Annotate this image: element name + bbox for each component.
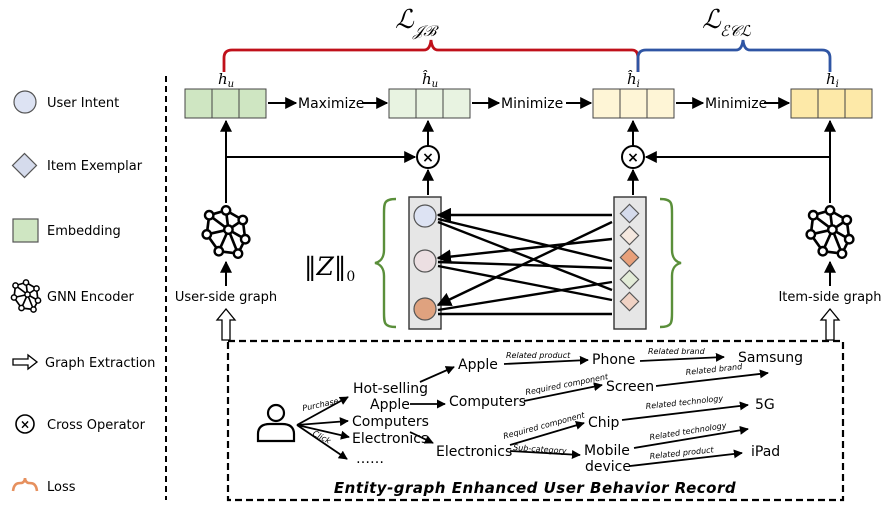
embedding-h-u-hat: [388, 88, 471, 119]
user-icon: [256, 403, 296, 443]
user-intent-node-1: [413, 204, 437, 228]
legend-loss-label: Loss: [47, 480, 76, 495]
legend-user-intent: User Intent: [13, 90, 119, 114]
svg-text:×: ×: [20, 418, 30, 432]
legend-item-exemplar: Item Exemplar: [11, 152, 143, 179]
svg-text:×: ×: [422, 150, 434, 166]
node-ellipsis: ……: [356, 451, 384, 467]
legend-gnn-encoder: GNN Encoder: [10, 279, 134, 313]
user-graph-extraction-arrow: [215, 307, 237, 341]
node-device: device: [585, 459, 631, 475]
legend-embedding: Embedding: [12, 218, 121, 243]
ib-loss-bracket: [222, 39, 640, 72]
embedding-h-u: [184, 88, 267, 119]
h-i-hat-label: ĥi: [627, 70, 640, 90]
legend: User Intent Item Exemplar Embedding GNN …: [10, 90, 155, 495]
legend-graph-extraction: Graph Extraction: [12, 353, 155, 371]
legend-user-intent-label: User Intent: [47, 96, 119, 111]
legend-item-exemplar-label: Item Exemplar: [47, 159, 143, 174]
sparsity-norm-label: ‖Z‖0: [304, 252, 355, 285]
node-ipad: iPad: [751, 444, 780, 460]
edge-related-brand-2: Related brand: [685, 362, 743, 377]
item-side-graph-label: Item-side graph: [778, 290, 881, 305]
h-i-label: hi: [826, 70, 839, 90]
node-5g: 5G: [755, 397, 775, 413]
intent-exemplar-edges: [436, 207, 613, 316]
cross-operator-icon: [15, 414, 35, 434]
node-mobile: Mobile: [584, 443, 630, 459]
svg-text:ℒ: ℒ: [702, 5, 722, 35]
node-computers: Computers: [449, 394, 526, 410]
edge-related-product-2: Related product: [649, 445, 715, 461]
node-hot-selling: Hot-selling: [353, 381, 428, 397]
user-gnn-encoder-icon: [201, 204, 251, 260]
node-samsung: Samsung: [738, 350, 803, 366]
user-intent-node-2: [413, 249, 437, 273]
edge-related-brand-1: Related brand: [648, 347, 706, 356]
left-green-brace: [374, 197, 397, 329]
ecl-loss-label: ℒ ℰ𝒞ℒ: [702, 5, 752, 40]
user-intent-node-3: [413, 297, 437, 321]
edge-sub-category: Sub-category: [513, 443, 567, 456]
h-u-hat-label: ĥu: [422, 70, 438, 90]
svg-text:ℒ: ℒ: [395, 5, 415, 35]
item-exemplar-icon: [11, 152, 38, 179]
purchase-edge-label: Purchase: [302, 397, 340, 413]
node-chip: Chip: [588, 415, 620, 431]
embedding-icon: [12, 218, 39, 243]
ib-loss-label: ℒ 𝒥ℬ: [395, 5, 439, 40]
legend-cross-operator-label: Cross Operator: [47, 418, 146, 433]
cross-operator-user: ×: [416, 145, 440, 169]
gnn-encoder-icon: [10, 279, 42, 313]
legend-gnn-encoder-label: GNN Encoder: [47, 290, 134, 305]
user-intent-icon: [13, 90, 37, 114]
edge-related-product-1: Related product: [506, 351, 571, 360]
legend-graph-extraction-label: Graph Extraction: [45, 356, 155, 371]
behavior-record-title: Entity-graph Enhanced User Behavior Reco…: [334, 479, 736, 497]
edge-required-component-1: Required component: [525, 372, 610, 397]
user-side-graph-label: User-side graph: [175, 290, 277, 305]
embedding-h-i-hat: [592, 88, 675, 119]
cross-operator-item: ×: [621, 145, 645, 169]
node-computers-query: Computers: [352, 414, 429, 430]
click-edge-label: Click: [311, 429, 332, 446]
minimize-label-1: Minimize: [501, 96, 563, 112]
right-green-brace: [659, 197, 682, 329]
ecl-loss-bracket: [636, 39, 832, 72]
node-phone: Phone: [592, 352, 635, 368]
node-electronics: Electronics: [436, 444, 512, 460]
svg-text:ℰ𝒞ℒ: ℰ𝒞ℒ: [720, 22, 752, 40]
item-graph-extraction-arrow: [819, 307, 841, 341]
legend-embedding-label: Embedding: [47, 224, 121, 239]
svg-text:×: ×: [627, 150, 639, 166]
node-apple: Apple: [458, 357, 498, 373]
maximize-label: Maximize: [298, 96, 364, 112]
item-exemplars: [619, 203, 640, 312]
embedding-h-i: [790, 88, 873, 119]
node-electronics-query: Electronics: [352, 431, 428, 447]
node-apple-query: Apple: [370, 397, 410, 413]
item-gnn-encoder-icon: [805, 204, 855, 260]
legend-loss: Loss: [11, 477, 76, 495]
behavior-record-frame: [226, 339, 845, 502]
graph-extraction-arrow-icon: [12, 353, 39, 371]
legend-cross-operator: × Cross Operator: [15, 414, 146, 434]
minimize-label-2: Minimize: [705, 96, 767, 112]
node-screen: Screen: [606, 379, 654, 395]
loss-bracket-icon: [11, 477, 39, 492]
svg-text:𝒥ℬ: 𝒥ℬ: [412, 22, 439, 40]
h-u-label: hu: [218, 70, 234, 90]
